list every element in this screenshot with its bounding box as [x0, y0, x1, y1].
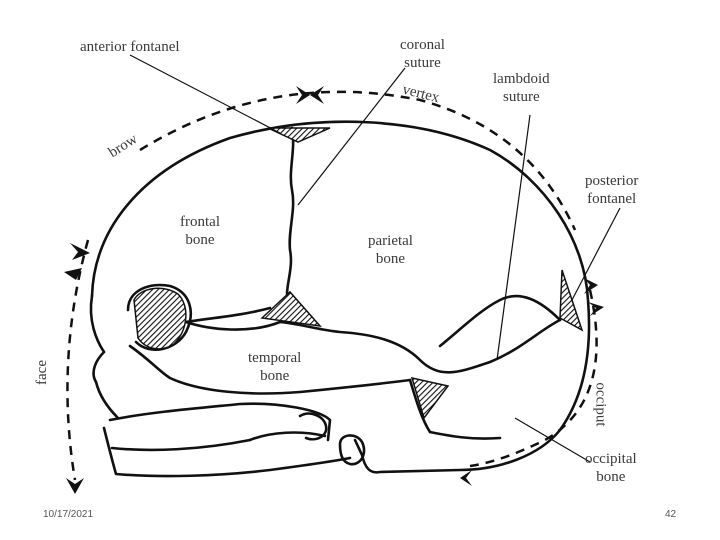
anterior-fontanel-label: anterior fontanel	[80, 38, 180, 56]
brow-face-arrowhead	[70, 243, 90, 260]
frontal-bone-label: frontal bone	[180, 213, 220, 249]
parietal-bone-label: parietal bone	[368, 232, 413, 268]
posterior-fontanel-label: posterior fontanel	[585, 172, 638, 208]
anterior-fontanel-text: anterior fontanel	[80, 39, 180, 55]
lambdoid-text: lambdoid	[493, 71, 550, 87]
face-arrowhead-bottom	[66, 478, 84, 494]
leader-lines	[129, 54, 621, 463]
lambdoid-suture-label: lambdoid suture	[493, 70, 550, 106]
posterior-fontanel-shape	[559, 269, 584, 332]
occipital-text: occipital	[585, 451, 637, 467]
occipital-bone-leader	[514, 417, 591, 463]
coronal-text: coronal	[400, 37, 445, 53]
footer-date: 10/17/2021	[43, 509, 94, 520]
sphenoid-fontanel-shape	[260, 290, 322, 328]
face-arc	[66, 239, 90, 481]
fontanel-text: fontanel	[587, 191, 637, 207]
temporal-text: temporal	[248, 350, 302, 366]
suture-text-2: suture	[503, 89, 540, 105]
bone-text-parietal: bone	[375, 251, 406, 267]
vertex-arrowhead	[296, 86, 310, 104]
frontal-text: frontal	[180, 214, 220, 230]
anterior-fontanel-shape	[267, 127, 331, 143]
footer-page-number: 42	[665, 509, 677, 520]
parietal-text: parietal	[368, 233, 413, 249]
face-arrowhead-top	[64, 268, 82, 280]
vertex-arc	[139, 90, 577, 231]
orbit-shading	[133, 287, 187, 350]
lambdoid-suture-leader	[496, 114, 531, 361]
face-arc-label: face	[33, 360, 50, 385]
bone-text-occipital: bone	[596, 469, 626, 485]
posterior-text: posterior	[585, 173, 639, 189]
occiput-arrowhead	[588, 302, 604, 316]
posterior-fontanel-leader	[571, 207, 621, 301]
bone-text-frontal: bone	[185, 232, 215, 248]
occiput-arc-label: occiput	[592, 382, 609, 427]
mastoid-fontanel-shape	[410, 376, 450, 420]
coronal-suture-label: coronal suture	[400, 36, 445, 72]
occipital-bone-label: occipital bone	[585, 450, 637, 486]
suture-text: suture	[404, 55, 441, 71]
fontanels	[133, 127, 584, 420]
temporal-bone-label: temporal bone	[248, 349, 301, 385]
bone-text-temporal: bone	[260, 368, 290, 384]
anterior-fontanel-leader	[129, 54, 281, 134]
vertex-arrowhead-2	[310, 86, 324, 104]
occipital-arrowhead	[460, 470, 472, 486]
coronal-suture-leader	[297, 67, 406, 206]
arc-arrowheads	[64, 86, 604, 494]
